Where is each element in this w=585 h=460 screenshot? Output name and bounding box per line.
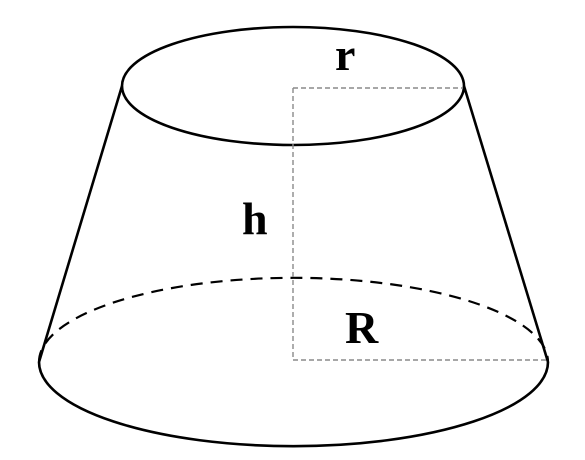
top-ellipse <box>120 25 466 147</box>
bottom-radius-label: R <box>345 302 379 353</box>
top-radius-label: r <box>335 29 355 80</box>
bottom-ellipse-back <box>37 276 550 363</box>
left-slant-edge <box>37 85 124 363</box>
bottom-ellipse-front <box>37 361 550 448</box>
right-slant-edge <box>462 85 550 363</box>
height-label: h <box>242 193 268 244</box>
